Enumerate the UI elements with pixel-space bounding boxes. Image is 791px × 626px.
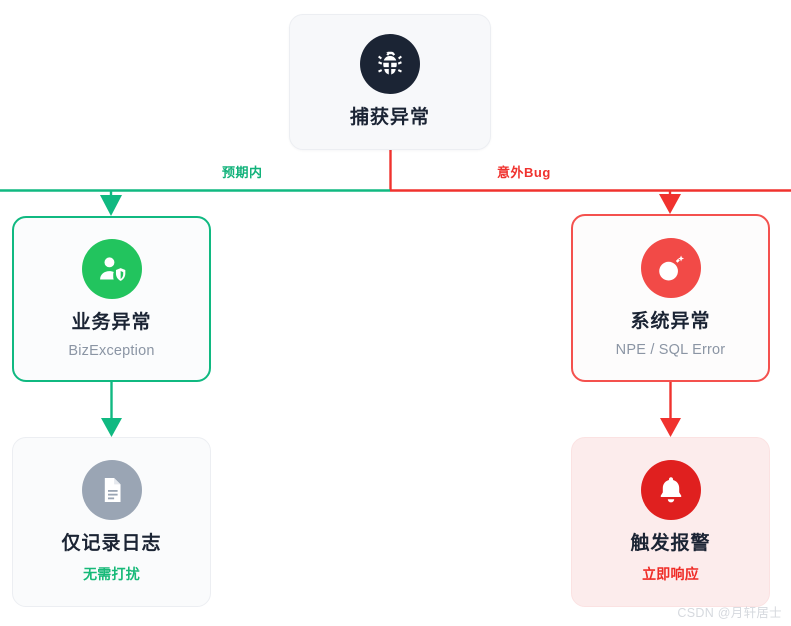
watermark: CSDN @月轩居士 (677, 606, 782, 620)
node-title: 系统异常 (630, 311, 711, 333)
bug-icon (360, 34, 420, 95)
node-title: 仅记录日志 (61, 533, 162, 555)
edge-label-unexpected-bug: 意外Bug (497, 165, 551, 180)
node-subtitle: 立即响应 (642, 565, 699, 582)
arrowhead-root-to-biz (100, 195, 122, 216)
node-subtitle: BizException (68, 342, 155, 359)
node-system-exception[interactable]: 系统异常 NPE / SQL Error (571, 214, 770, 382)
node-capture-exception[interactable]: 捕获异常 (289, 14, 491, 150)
node-title: 业务异常 (71, 312, 152, 334)
edge-label-expected: 预期内 (222, 165, 263, 180)
user-shield-icon (81, 239, 142, 300)
node-subtitle: 无需打扰 (83, 565, 140, 582)
node-title: 触发报警 (630, 533, 711, 555)
bell-icon (640, 460, 701, 521)
bomb-icon (640, 238, 701, 299)
node-title: 捕获异常 (349, 107, 430, 129)
node-trigger-alarm[interactable]: 触发报警 立即响应 (571, 437, 770, 607)
arrowhead-biz-to-log (101, 418, 122, 437)
node-subtitle: NPE / SQL Error (615, 341, 726, 358)
arrowhead-sys-to-alert (660, 418, 681, 437)
node-log-only[interactable]: 仅记录日志 无需打扰 (12, 437, 211, 607)
arrowhead-root-to-sys (659, 194, 681, 214)
node-business-exception[interactable]: 业务异常 BizException (12, 216, 211, 382)
document-icon (81, 460, 142, 521)
